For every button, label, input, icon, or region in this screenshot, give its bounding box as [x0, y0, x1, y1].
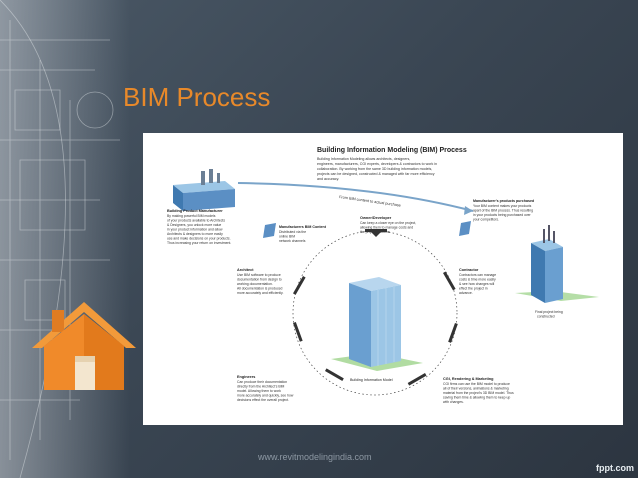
cgi-text: CGI firms can use the BIM model to produ… [443, 382, 514, 404]
svg-text:your competitors.: your competitors. [473, 218, 499, 222]
purchase-arrow [237, 182, 474, 212]
bim-content-text: Distributed via the online BIM network c… [279, 230, 306, 243]
purchased-title: Manufacturer's products purchased [473, 199, 534, 203]
svg-text:more accurately and quickly, s: more accurately and quickly, see how [237, 394, 294, 398]
architect-title: Architect [237, 268, 254, 272]
svg-text:advance.: advance. [459, 291, 473, 295]
svg-text:of your products available to: of your products available to Architects [167, 219, 225, 223]
svg-text:and accuracy.: and accuracy. [317, 177, 339, 181]
svg-text:documentation from design to: documentation from design to [237, 278, 282, 282]
svg-text:Use BIM software to produce: Use BIM software to produce [237, 273, 281, 277]
engineers-title: Engineers [237, 375, 255, 379]
svg-text:Can produce their documentatio: Can produce their documentation [237, 380, 287, 384]
bim-content-title: Manufacturers BIM Content [279, 225, 327, 229]
diagram-intro: Building Information Modeling allows arc… [317, 157, 437, 181]
svg-text:constructed: constructed [537, 315, 555, 319]
svg-text:network channels: network channels [279, 239, 306, 243]
slide-title: BIM Process [123, 82, 271, 112]
svg-text:apart of the BIM process. Thus: apart of the BIM process. Thus resulting [473, 209, 533, 213]
svg-text:Architects & designers to more: Architects & designers to more easily [167, 232, 223, 236]
engineers-text: Can produce their documentation directly… [237, 380, 294, 402]
brand-watermark: fppt.com [596, 463, 634, 473]
svg-text:saving them time & allowing th: saving them time & allowing them to keep… [443, 396, 510, 400]
svg-text:decisions effect the overall p: decisions effect the overall project. [237, 398, 289, 402]
footer-url: www.revitmodelingindia.com [258, 452, 372, 462]
svg-text:CGI firms can use the BIM mode: CGI firms can use the BIM model to produ… [443, 382, 510, 386]
owner-title: Owner/Developer [360, 216, 392, 220]
blueprint-decoration [0, 0, 130, 478]
svg-text:effect the project in: effect the project in [459, 287, 488, 291]
svg-text:All documentation is produced: All documentation is produced [237, 287, 283, 291]
svg-text:collaboration. By working from: collaboration. By working from the same … [317, 167, 432, 171]
owner-text: Can keep a closer eye on the project, al… [360, 221, 416, 234]
diagram-title: Building Information Modeling (BIM) Proc… [317, 147, 467, 154]
final-project-building [515, 225, 599, 303]
svg-text:costs & time more easily: costs & time more easily [459, 278, 496, 282]
svg-text:Final project being: Final project being [535, 310, 563, 314]
manufacturer-text: By making powerful BIM models of your pr… [167, 214, 231, 245]
central-building [331, 277, 423, 371]
svg-text:model. Allowing them to work: model. Allowing them to work [237, 389, 281, 393]
manufacturer-box [173, 169, 235, 211]
svg-text:in your products being purchas: in your products being purchased over [473, 213, 532, 217]
svg-text:allowing them to manage costs: allowing them to manage costs and [360, 226, 413, 230]
architect-text: Use BIM software to produce documentatio… [237, 273, 283, 295]
final-project-label: Final project being constructed [535, 310, 563, 319]
svg-text:projects can be designed, cons: projects can be designed, constructed & … [317, 172, 435, 176]
svg-text:use and make decisions on your: use and make decisions on your products. [167, 237, 231, 241]
svg-text:more accurately and efficientl: more accurately and efficiently. [237, 291, 283, 295]
bim-content-icon [263, 223, 276, 238]
house-icon [32, 302, 136, 390]
svg-text:all of their versions, animati: all of their versions, animations & mark… [443, 387, 509, 391]
svg-text:Distributed via the: Distributed via the [279, 230, 306, 234]
purchased-text: Your BIM content makes your products apa… [473, 204, 533, 222]
svg-text:& Designers, you unlock more v: & Designers, you unlock more value [167, 223, 221, 227]
svg-text:material from the project's 3D: material from the project's 3D BIM model… [443, 391, 514, 395]
bim-process-diagram: Building Information Modeling (BIM) Proc… [167, 147, 599, 404]
process-cycle [292, 230, 458, 396]
purchased-product-icon [459, 221, 471, 236]
contractor-title: Contractor [459, 268, 479, 272]
svg-text:& see how changes will: & see how changes will [459, 282, 494, 286]
cgi-title: CGI, Rendering & Marketing [443, 377, 494, 381]
bim-diagram-panel: Building Information Modeling (BIM) Proc… [143, 133, 623, 425]
center-label: Building Information Model [350, 378, 393, 382]
svg-text:Can keep a closer eye on the p: Can keep a closer eye on the project, [360, 221, 416, 225]
svg-text:directly from the Architect's: directly from the Architect's BIM [237, 385, 285, 389]
manufacturer-title: Building Product Manufacturer [167, 209, 223, 213]
svg-text:Your BIM content makes your pr: Your BIM content makes your products [473, 204, 532, 208]
cycle-arrows [293, 229, 458, 386]
svg-text:Thus increasing your return on: Thus increasing your return on investmen… [167, 241, 231, 245]
svg-text:Contractors can manage: Contractors can manage [459, 273, 496, 277]
contractor-text: Contractors can manage costs & time more… [459, 273, 496, 295]
svg-text:By making powerful BIM models: By making powerful BIM models [167, 214, 216, 218]
svg-text:in your product information an: in your product information and allow [167, 228, 223, 232]
svg-text:online BIM: online BIM [279, 235, 295, 239]
svg-text:engineers, manufacturers, CGI: engineers, manufacturers, CGI experts, d… [317, 162, 437, 166]
svg-text:with changes.: with changes. [443, 400, 464, 404]
purchase-arrow-label: From BIM content to actual purchase [339, 195, 401, 208]
svg-text:Building Information Modeling: Building Information Modeling allows arc… [317, 157, 410, 161]
svg-text:working documentation.: working documentation. [237, 282, 273, 286]
